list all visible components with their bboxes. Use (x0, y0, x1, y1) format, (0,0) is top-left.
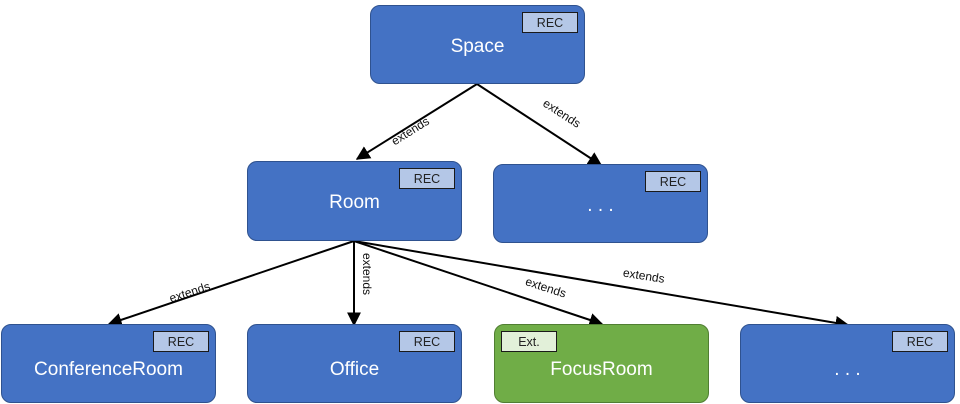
node-focus-room-label: FocusRoom (550, 358, 653, 380)
edge-label-space-to-room: extends (389, 114, 432, 148)
edge-room-to-focus (353, 240, 604, 327)
node-office: REC Office (247, 324, 462, 403)
node-space-more-badge: REC (645, 171, 701, 192)
edge-space-to-more (476, 83, 603, 166)
edge-label-room-to-conference: extends (168, 279, 212, 305)
node-room-badge: REC (399, 168, 455, 189)
edge-room-to-more (353, 240, 850, 330)
node-space: REC Space (370, 5, 585, 84)
node-room: REC Room (247, 161, 462, 241)
node-room-more-badge: REC (892, 331, 948, 352)
node-focus-room: Ext. FocusRoom (494, 324, 709, 403)
node-space-more-label: . . . (587, 194, 614, 216)
node-office-badge: REC (399, 331, 455, 352)
node-focus-room-badge: Ext. (501, 331, 557, 352)
node-room-label: Room (329, 192, 380, 213)
node-space-label: Space (450, 35, 505, 57)
edge-label-space-to-more: extends (540, 96, 583, 131)
node-space-more: REC . . . (493, 164, 708, 243)
edge-label-room-to-more: extends (622, 266, 666, 286)
node-conference-room: REC ConferenceRoom (1, 324, 216, 403)
edge-label-room-to-office: extends (360, 253, 374, 295)
edge-space-to-room (355, 83, 478, 160)
node-space-badge: REC (522, 12, 578, 33)
node-office-label: Office (329, 358, 380, 380)
edge-room-to-conference (107, 240, 355, 327)
edge-label-room-to-focus: extends (524, 274, 568, 300)
node-room-more: REC . . . (740, 324, 955, 403)
node-room-more-label: . . . (834, 358, 861, 380)
node-conference-room-badge: REC (153, 331, 209, 352)
node-conference-room-label: ConferenceRoom (34, 358, 183, 380)
